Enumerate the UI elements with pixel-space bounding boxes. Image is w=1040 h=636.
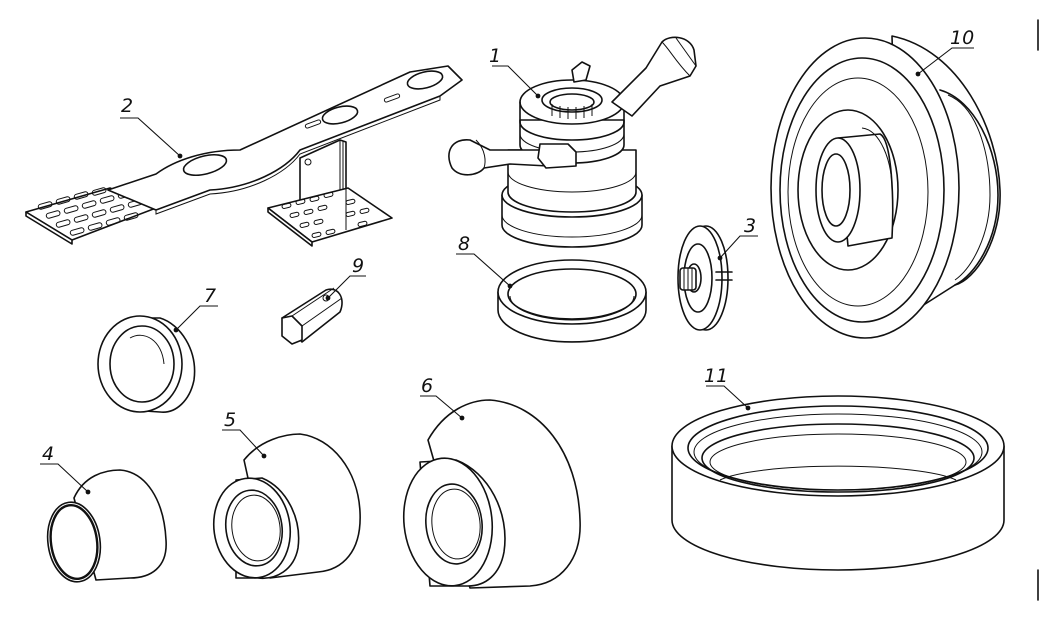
part-4-cone-small: [46, 469, 167, 583]
part-8-ring: [497, 259, 647, 343]
label-part-9: 9: [352, 255, 364, 277]
label-part-5: 5: [224, 409, 236, 431]
part-5-cone-medium: [212, 433, 361, 579]
part-3-spacer-wheel: [677, 225, 733, 331]
part-1-quick-nut: [448, 36, 697, 248]
label-part-4: 4: [42, 443, 54, 465]
label-part-3: 3: [744, 215, 756, 237]
part-10-large-flange-cone: [770, 35, 1001, 339]
label-part-11: 11: [704, 365, 728, 387]
label-part-6: 6: [421, 375, 433, 397]
part-11-large-ring: [671, 395, 1005, 571]
label-part-2: 2: [121, 95, 133, 117]
part-7-bushing: [97, 315, 196, 413]
pad-slots-right: [281, 191, 370, 238]
part-9-hex-pin: [281, 287, 343, 345]
label-part-7: 7: [204, 285, 216, 307]
part-6-cone-large: [402, 399, 581, 589]
label-part-10: 10: [950, 27, 974, 49]
label-part-1: 1: [489, 45, 501, 67]
label-part-8: 8: [458, 233, 470, 255]
callouts: 1 2 3 4 5 6 7 8 9 10: [40, 27, 974, 495]
part-2-mounting-plate: [25, 65, 463, 247]
